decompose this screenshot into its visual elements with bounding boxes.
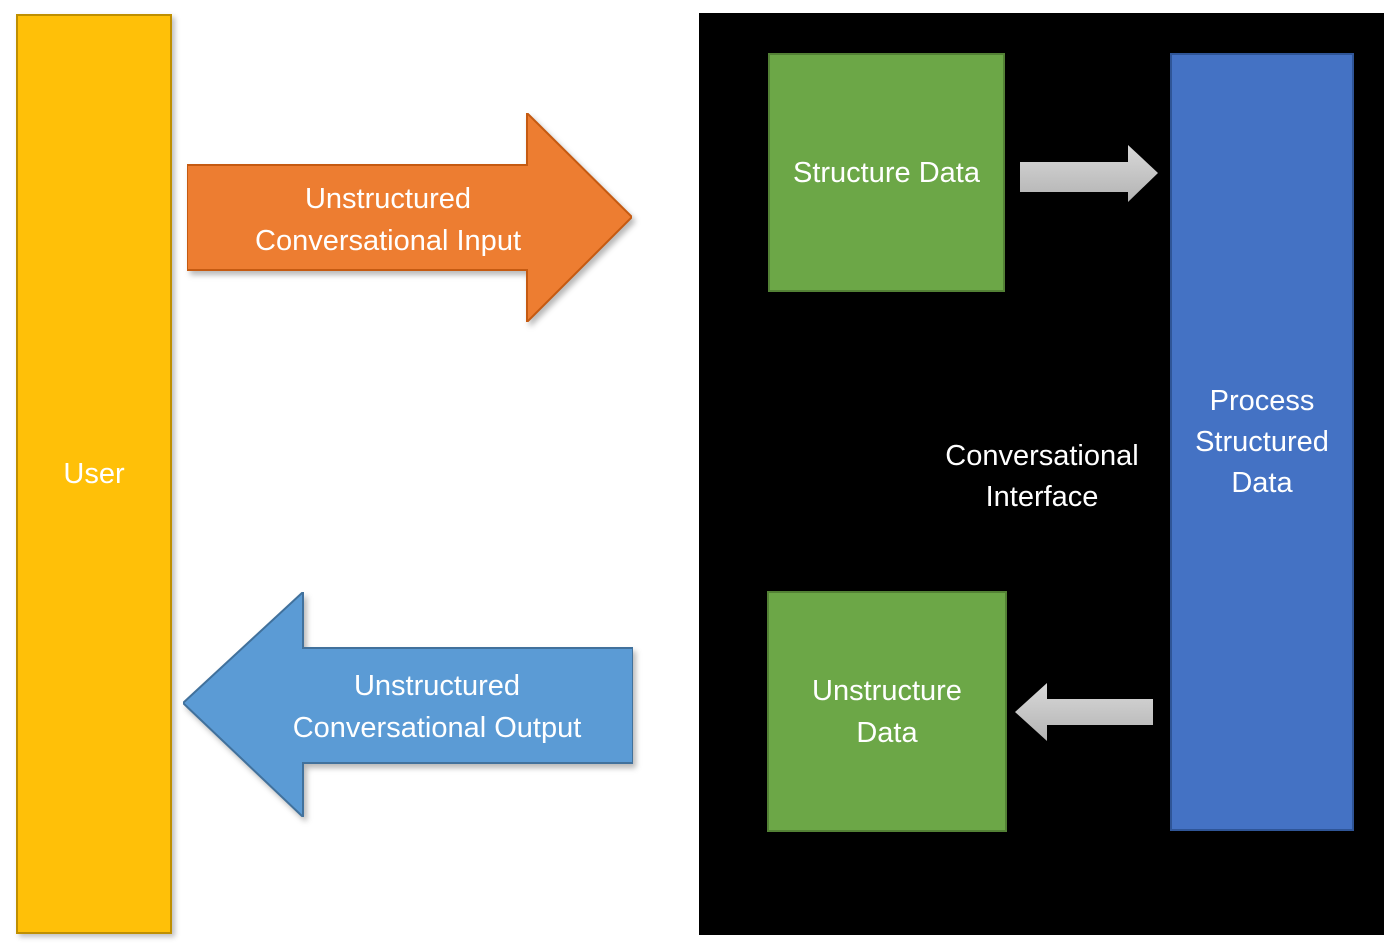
output-arrow-label: Unstructured Conversational Output xyxy=(262,665,612,749)
right-arrow-icon xyxy=(187,113,632,322)
user-label: User xyxy=(63,457,125,490)
label-line: Conversational Input xyxy=(255,225,521,257)
structure-data-node: Structure Data xyxy=(768,53,1005,292)
label-line: Unstructured xyxy=(304,183,471,215)
input-arrow: Unstructured Conversational Input xyxy=(187,113,632,322)
label-line: Conversational Output xyxy=(292,712,582,744)
label-line: Interface xyxy=(985,481,1099,513)
label-line: Unstructured xyxy=(353,670,520,702)
label-line: Unstructure xyxy=(812,674,962,707)
unstructure-data-node: Unstructure Data xyxy=(767,591,1007,832)
structure-to-process-arrow xyxy=(1020,145,1158,202)
left-arrow-icon xyxy=(183,592,633,817)
label-line: Conversational xyxy=(945,440,1139,472)
output-arrow: Unstructured Conversational Output xyxy=(183,592,633,817)
structure-data-label: Structure Data xyxy=(793,156,980,189)
label-line: Data xyxy=(1231,466,1293,499)
input-arrow-label: Unstructured Conversational Input xyxy=(213,178,563,262)
conversational-interface-label: Conversational Interface xyxy=(892,436,1192,518)
label-line: Process xyxy=(1209,384,1315,417)
gray-left-arrow-icon xyxy=(1015,683,1153,741)
conversational-interface-panel: Structure Data Process Structured Data C… xyxy=(699,13,1384,935)
process-to-unstructure-arrow xyxy=(1015,683,1153,741)
label-line: Structured xyxy=(1195,425,1329,458)
process-structured-data-node: Process Structured Data xyxy=(1170,53,1354,831)
label-line: Data xyxy=(856,716,918,749)
gray-right-arrow-icon xyxy=(1020,145,1158,202)
user-node: User xyxy=(16,14,172,934)
